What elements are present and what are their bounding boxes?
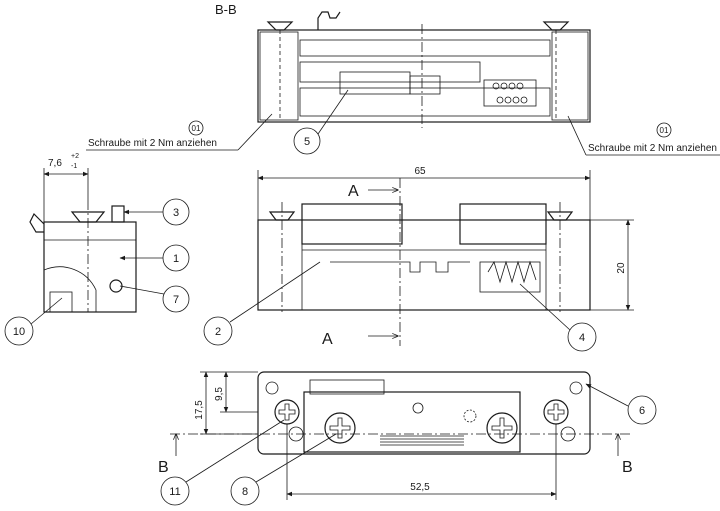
section-a-top-label: A [348,183,359,200]
front-screw-right [546,211,574,221]
top-view: B B 17,5 9,5 52,5 6 [158,371,657,506]
svg-text:7,6: 7,6 [48,158,62,169]
dim-9-5: 9,5 [214,371,258,413]
balloon-7: 7 [119,285,190,313]
balloon-2: 2 [203,261,321,346]
section-a-bottom-label: A [322,331,333,348]
section-left-wall [259,31,299,121]
balloon-1: 1 [119,244,190,272]
dim-17-5: 17,5 [194,371,258,435]
svg-text:52,5: 52,5 [410,482,430,493]
side-knob [29,212,45,233]
front-screw-left [268,211,296,221]
section-b-right-marker: B [618,434,633,476]
note-left-circle-label: 01 [192,124,201,133]
section-lower-body [299,87,551,117]
svg-text:6: 6 [639,405,645,417]
phillips-screw-icon [324,412,356,444]
front-right-block [459,203,547,245]
note-right: 01 Schraube mit 2 Nm anziehen [567,115,720,156]
side-hatched-section [43,266,97,313]
front-spring [487,260,537,284]
svg-text:5: 5 [304,136,310,148]
svg-text:B: B [622,459,633,476]
note-right-circle-label: 01 [660,126,669,135]
balloon-8: 8 [230,433,337,506]
balloon-5: 5 [293,89,349,155]
dim-52-5: 52,5 [286,424,557,500]
section-top-plate [299,39,551,57]
top-slider [303,391,521,453]
svg-text:-1: -1 [71,163,77,170]
top-hole-tl [265,381,279,395]
section-slot [409,75,441,95]
svg-text:3: 3 [173,207,179,219]
front-left-block [301,203,403,245]
svg-text:17,5: 17,5 [194,400,205,420]
section-screw-right [542,21,570,118]
svg-text:8: 8 [242,486,248,498]
balloon-11: 11 [160,419,285,506]
dim-20: 20 [590,219,634,311]
svg-text:11: 11 [169,486,180,498]
top-gear-mark [463,409,477,423]
section-b-b-view: B-B [86,2,720,156]
svg-text:20: 20 [616,262,627,274]
balloon-10: 10 [4,297,63,346]
dim-7-6: 7,6 +2 -1 [43,153,89,222]
side-view: 7,6 +2 -1 3 1 7 10 [4,153,190,346]
front-rail-profile [330,261,470,273]
balloon-3: 3 [123,198,190,226]
svg-text:2: 2 [215,326,221,338]
svg-text:65: 65 [414,166,426,177]
section-right-wall [551,31,589,121]
section-screw-left [266,21,294,118]
top-rail-lines [380,435,464,446]
section-title: B-B [215,2,237,17]
side-pin [111,205,125,223]
section-b-left-marker: B [158,434,176,476]
balloon-6: 6 [585,383,657,425]
note-left-text: Schraube mit 2 Nm anziehen [88,138,217,149]
dim-65: 65 [257,166,591,220]
phillips-screw-icon [543,399,569,425]
svg-text:10: 10 [13,326,25,338]
svg-text:7: 7 [173,294,179,306]
svg-text:+2: +2 [71,153,79,160]
phillips-screw-icon [486,412,518,444]
side-screw-head [70,211,106,223]
svg-text:B: B [158,459,169,476]
top-hole-tr [569,381,583,395]
note-right-text: Schraube mit 2 Nm anziehen [588,143,717,154]
front-view: A A 65 20 2 4 [203,166,634,352]
svg-text:9,5: 9,5 [214,387,225,401]
section-inner-cavity [339,71,411,95]
svg-text:1: 1 [173,253,179,265]
section-housing-outline [257,29,591,123]
top-plate-outline [257,371,591,455]
section-middle-plate [299,61,481,83]
svg-text:4: 4 [579,332,585,344]
note-left: 01 Schraube mit 2 Nm anziehen [86,113,273,151]
section-wire-clip [317,11,341,30]
phillips-screw-icon [274,399,300,425]
section-spring-coils [483,79,537,107]
balloon-4: 4 [519,283,597,352]
